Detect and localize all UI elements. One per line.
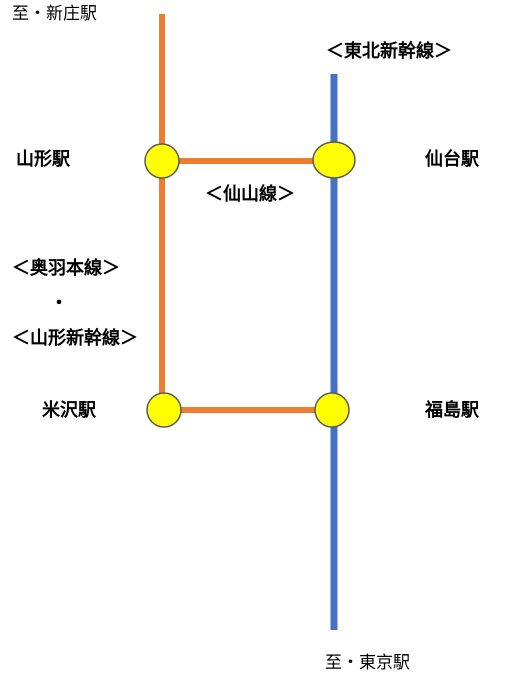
sendai-station-marker — [312, 141, 356, 179]
direction-to-tokyo: 至・東京駅 — [325, 653, 410, 673]
direction-to-shinjo: 至・新庄駅 — [12, 4, 97, 24]
tohoku-shinkansen-label: ＜東北新幹線＞ — [326, 41, 452, 62]
yamagata-station-label: 山形駅 — [16, 149, 70, 170]
sendai-station-label: 仙台駅 — [425, 149, 479, 170]
line-label-separator: ・ — [50, 293, 68, 314]
yonezawa-station-marker — [146, 392, 182, 428]
senzan-line-label: ＜仙山線＞ — [205, 184, 295, 205]
fukushima-station-marker — [314, 392, 350, 428]
ou-main-line-label: ＜奥羽本線＞ — [12, 258, 120, 279]
yamagata-shinkansen-label: ＜山形新幹線＞ — [12, 328, 138, 349]
yonezawa-station-label: 米沢駅 — [42, 400, 96, 421]
fukushima-station-label: 福島駅 — [425, 400, 479, 421]
yamagata-station-marker — [144, 143, 180, 179]
